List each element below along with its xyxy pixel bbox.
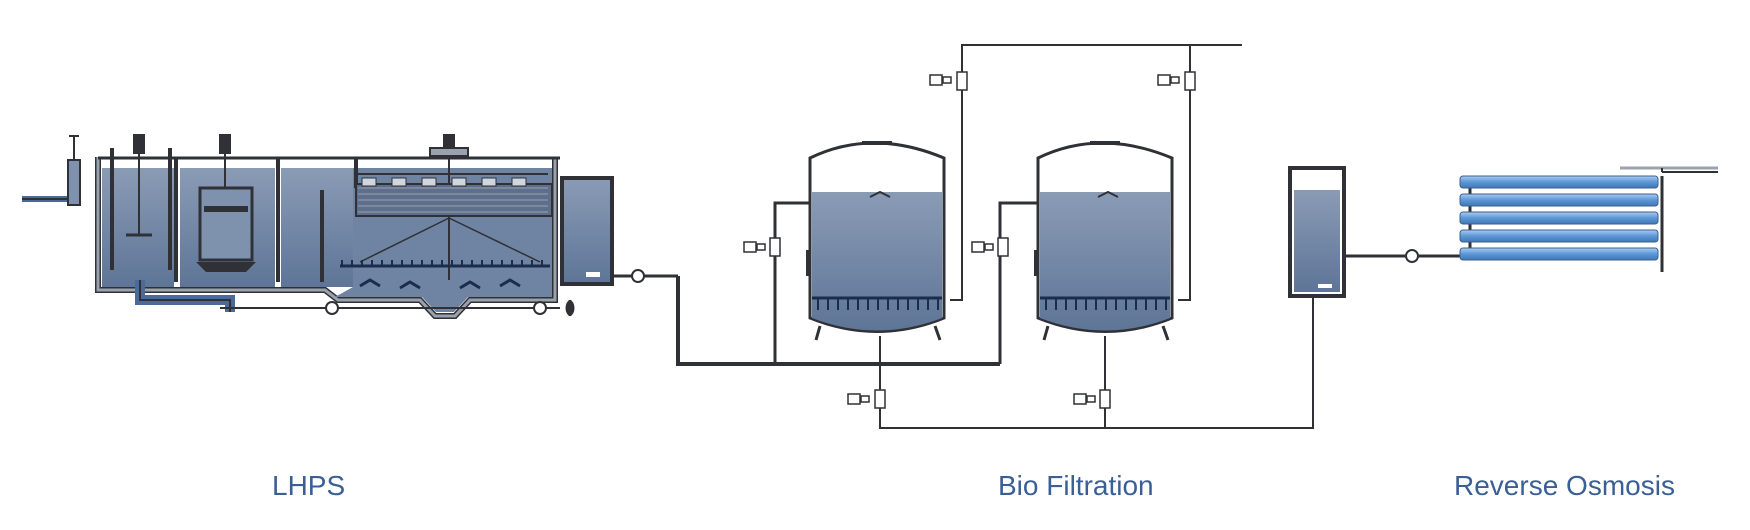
lhps-scraper	[340, 217, 550, 290]
label-lhps: LHPS	[272, 470, 346, 501]
lhps-outlet-chamber	[560, 176, 614, 286]
lhps-unit	[22, 134, 614, 319]
ro-membrane-rack	[1459, 166, 1718, 272]
backwash-header	[879, 44, 1314, 429]
lhps-inlet-pipe	[22, 135, 81, 206]
valve-icon	[743, 237, 781, 257]
lhps-sludge-line	[135, 280, 575, 316]
bio-filter-1	[806, 141, 946, 341]
lhps-floc-chamber	[196, 186, 256, 272]
valve-icon	[847, 389, 886, 409]
valve-icon	[1157, 71, 1196, 91]
valve-group	[743, 71, 1196, 409]
ro-feed-tank	[1288, 166, 1346, 298]
lhps-lamella-pack	[355, 173, 553, 217]
label-bio-filtration: Bio Filtration	[998, 470, 1154, 501]
valve-icon	[1073, 389, 1111, 409]
label-reverse-osmosis: Reverse Osmosis	[1454, 470, 1675, 501]
valve-icon	[929, 71, 968, 91]
valve-icon	[971, 237, 1009, 257]
ro-feed-line	[1344, 180, 1472, 263]
bio-filter-2	[1034, 141, 1174, 341]
